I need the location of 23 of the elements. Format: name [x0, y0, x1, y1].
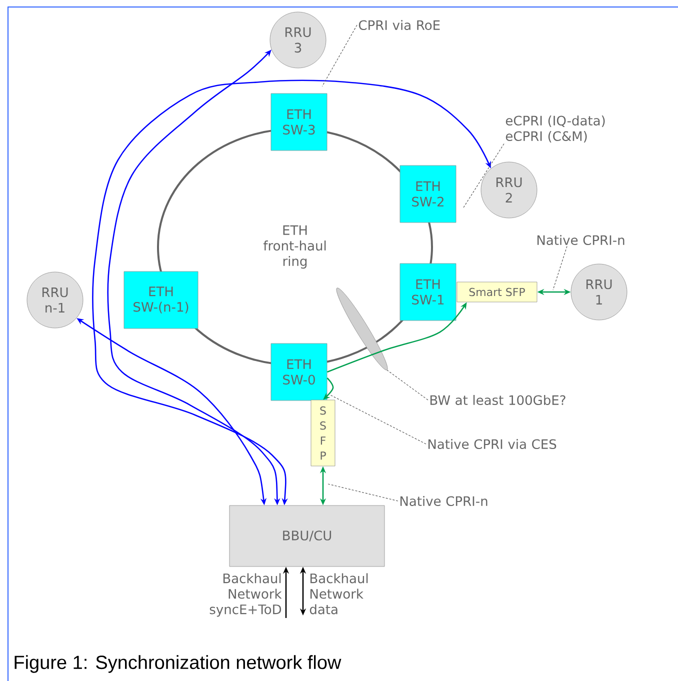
- leader-line: [322, 24, 358, 87]
- callout-text: BW at least 100GbE?: [430, 394, 566, 406]
- unit-box: BBU/CU: [229, 505, 385, 567]
- switch-box: ETH SW-(n-1): [124, 271, 198, 329]
- callout-text: Native CPRI via CES: [428, 438, 556, 450]
- text-label: Backhaul Network syncE+ToD: [210, 573, 282, 617]
- switch-box: ETH SW-2: [400, 165, 456, 223]
- leader-line: [330, 394, 426, 444]
- callout-text: Native CPRI-n: [400, 496, 488, 506]
- sfp-box: Smart SFP: [456, 282, 538, 302]
- callout-text: CPRI via RoE: [358, 20, 440, 30]
- callout-text: eCPRI (IQ-data) eCPRI (C&M): [506, 115, 605, 143]
- switch-box: ETH SW-3: [270, 93, 328, 151]
- leader-line: [386, 370, 428, 400]
- text-label: Backhaul Network data: [310, 573, 368, 614]
- leader-line: [328, 484, 398, 502]
- callout-text: Native CPRI-n: [537, 234, 624, 246]
- figure-caption: Figure 1: Synchronization network flow: [14, 655, 342, 673]
- switch-box: ETH SW-1: [400, 263, 456, 321]
- sfp-box: S S F P: [310, 400, 336, 466]
- leader-line: [462, 143, 504, 208]
- leader-line: [552, 246, 568, 290]
- switch-box: ETH SW-0: [270, 343, 328, 401]
